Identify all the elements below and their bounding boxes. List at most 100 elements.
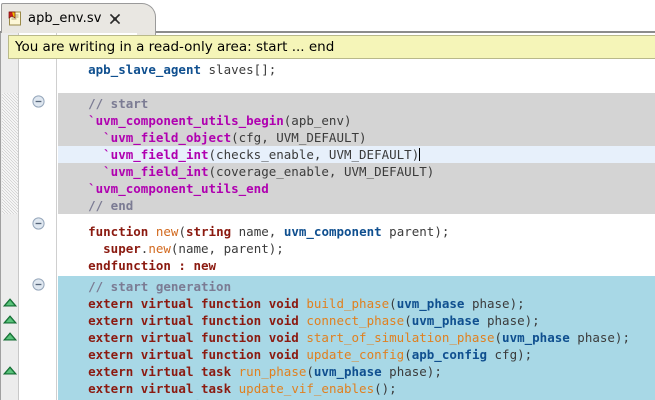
line-update-config-token-0 [58, 347, 88, 362]
line-run-phase[interactable]: extern virtual task run_phase(uvm_phase … [58, 363, 442, 380]
line-endfunction-token-0 [58, 258, 88, 273]
line-comment-start-token-1: // start [88, 96, 149, 111]
line-comment-start-generation-token-1: // start generation [88, 279, 232, 294]
readonly-band-top [58, 93, 655, 146]
readonly-warning-banner: You are writing in a read-only area: sta… [8, 35, 655, 59]
line-comment-start-generation-token-0 [58, 279, 88, 294]
generated-band [58, 276, 655, 400]
line-start-of-simulation-phase-token-1: extern virtual function void [88, 330, 299, 345]
line-connect-phase-token-6: phase); [479, 313, 540, 328]
line-function-new-token-8: parent); [381, 224, 450, 239]
line-utils-end[interactable]: `uvm_component_utils_end [58, 180, 269, 197]
line-field-int-checks[interactable]: `uvm_field_int(checks_enable, UVM_DEFAUL… [58, 146, 420, 163]
line-super-new-token-1: super [103, 241, 141, 256]
line-field-object[interactable]: `uvm_field_object(cfg, UVM_DEFAULT) [58, 129, 367, 146]
line-start-of-simulation-phase-token-3: start_of_simulation_phase [306, 330, 495, 345]
line-run-phase-token-4: ( [306, 364, 314, 379]
marker-ruler[interactable] [1, 33, 19, 400]
override-marker-connect-phase[interactable] [3, 315, 17, 325]
line-slaves-decl-token-2: slaves[]; [201, 62, 277, 77]
line-comment-start-token-0 [58, 96, 88, 111]
line-function-new-token-5: string [185, 224, 232, 239]
line-function-new[interactable]: function new(string name, uvm_component … [58, 223, 449, 240]
line-connect-phase-token-1: extern virtual function void [88, 313, 299, 328]
override-marker-build-phase[interactable] [3, 298, 17, 308]
line-field-int-coverage-token-1: `uvm_field_int [103, 164, 209, 179]
line-comment-end-generation-token-1: // end generation [88, 398, 216, 400]
line-update-vif-enables[interactable]: extern virtual task update_vif_enables()… [58, 380, 397, 397]
line-function-new-token-2 [148, 224, 156, 239]
line-comment-end-generation[interactable]: // end generation [58, 397, 216, 400]
line-update-config[interactable]: extern virtual function void update_conf… [58, 346, 532, 363]
line-run-phase-token-2 [231, 364, 239, 379]
line-super-new-token-0 [58, 241, 103, 256]
line-connect-phase[interactable]: extern virtual function void connect_pha… [58, 312, 540, 329]
line-update-config-token-5: apb_config [411, 347, 487, 362]
line-endfunction[interactable]: endfunction : new [58, 257, 216, 274]
line-field-object-token-1: `uvm_field_object [103, 130, 232, 145]
verilog-file-icon [8, 11, 23, 27]
line-slaves-decl[interactable]: apb_slave_agent slaves[]; [58, 61, 276, 78]
line-start-of-simulation-phase-token-6: phase); [569, 330, 630, 345]
code-canvas[interactable]: apb_slave_agent slaves[]; // start `uvm_… [58, 33, 655, 400]
line-build-phase-token-4: ( [389, 296, 397, 311]
override-marker-start-of-simulation-phase[interactable] [3, 332, 17, 342]
line-update-vif-enables-token-0 [58, 381, 88, 396]
line-utils-begin-token-2: (apb_env) [283, 113, 352, 128]
line-build-phase-token-6: phase); [464, 296, 525, 311]
line-run-phase-token-5: uvm_phase [313, 364, 382, 379]
line-function-new-token-7: uvm_component [283, 224, 382, 239]
line-build-phase-token-3: build_phase [306, 296, 390, 311]
line-start-of-simulation-phase-token-5: uvm_phase [502, 330, 570, 345]
line-utils-begin-token-1: `uvm_component_utils_begin [88, 113, 284, 128]
line-utils-end-token-1: `uvm_component_utils_end [88, 181, 269, 196]
line-field-object-token-0 [58, 130, 103, 145]
line-field-int-coverage-token-2: (coverage_enable, UVM_DEFAULT) [208, 164, 435, 179]
line-field-int-checks-token-2: (checks_enable, UVM_DEFAULT) [208, 147, 420, 162]
line-connect-phase-token-5: uvm_phase [411, 313, 480, 328]
fold-collapse-generation[interactable] [32, 278, 45, 291]
line-update-vif-enables-token-4: (); [374, 381, 397, 396]
line-endfunction-token-1: endfunction : new [88, 258, 217, 273]
line-connect-phase-token-0 [58, 313, 88, 328]
line-field-int-checks-token-0 [58, 147, 103, 162]
line-update-vif-enables-token-1: extern virtual task [88, 381, 232, 396]
line-field-int-coverage[interactable]: `uvm_field_int(coverage_enable, UVM_DEFA… [58, 163, 434, 180]
line-field-int-checks-token-1: `uvm_field_int [103, 147, 209, 162]
line-run-phase-token-3: run_phase [238, 364, 307, 379]
line-utils-begin[interactable]: `uvm_component_utils_begin(apb_env) [58, 112, 352, 129]
line-update-config-token-4: ( [404, 347, 412, 362]
close-icon[interactable] [109, 13, 121, 25]
line-field-object-token-2: (cfg, UVM_DEFAULT) [231, 130, 367, 145]
line-slaves-decl-token-1: apb_slave_agent [88, 62, 201, 77]
line-update-config-token-6: cfg); [487, 347, 533, 362]
line-run-phase-token-6: phase); [381, 364, 442, 379]
line-slaves-decl-token-0 [58, 62, 88, 77]
fold-collapse-macros[interactable] [32, 95, 45, 108]
line-super-new-token-3: new [148, 241, 171, 256]
tab-bar-underline [0, 31, 655, 33]
tab-apb-env-sv[interactable]: apb_env.sv [1, 3, 156, 35]
line-super-new[interactable]: super.new(name, parent); [58, 240, 284, 257]
line-comment-end-token-0 [58, 198, 88, 213]
line-super-new-token-4: (name, parent); [170, 241, 284, 256]
line-build-phase[interactable]: extern virtual function void build_phase… [58, 295, 525, 312]
line-comment-start-generation[interactable]: // start generation [58, 278, 231, 295]
readonly-band-bottom [58, 163, 655, 214]
source-editor[interactable]: apb_slave_agent slaves[]; // start `uvm_… [0, 33, 655, 400]
line-update-vif-enables-token-2 [231, 381, 239, 396]
override-marker-run-phase[interactable] [3, 366, 17, 376]
line-comment-end-token-1: // end [88, 198, 134, 213]
fold-collapse-function-new[interactable] [32, 217, 45, 230]
tab-title: apb_env.sv [28, 11, 102, 26]
line-comment-start[interactable]: // start [58, 95, 148, 112]
line-run-phase-token-0 [58, 364, 88, 379]
folding-column[interactable] [20, 33, 57, 400]
line-connect-phase-token-4: ( [404, 313, 412, 328]
line-field-int-coverage-token-0 [58, 164, 103, 179]
line-start-of-simulation-phase[interactable]: extern virtual function void start_of_si… [58, 329, 630, 346]
editor-tab-bar: apb_env.sv [0, 0, 655, 35]
line-comment-end[interactable]: // end [58, 197, 133, 214]
line-update-vif-enables-token-3: update_vif_enables [238, 381, 375, 396]
